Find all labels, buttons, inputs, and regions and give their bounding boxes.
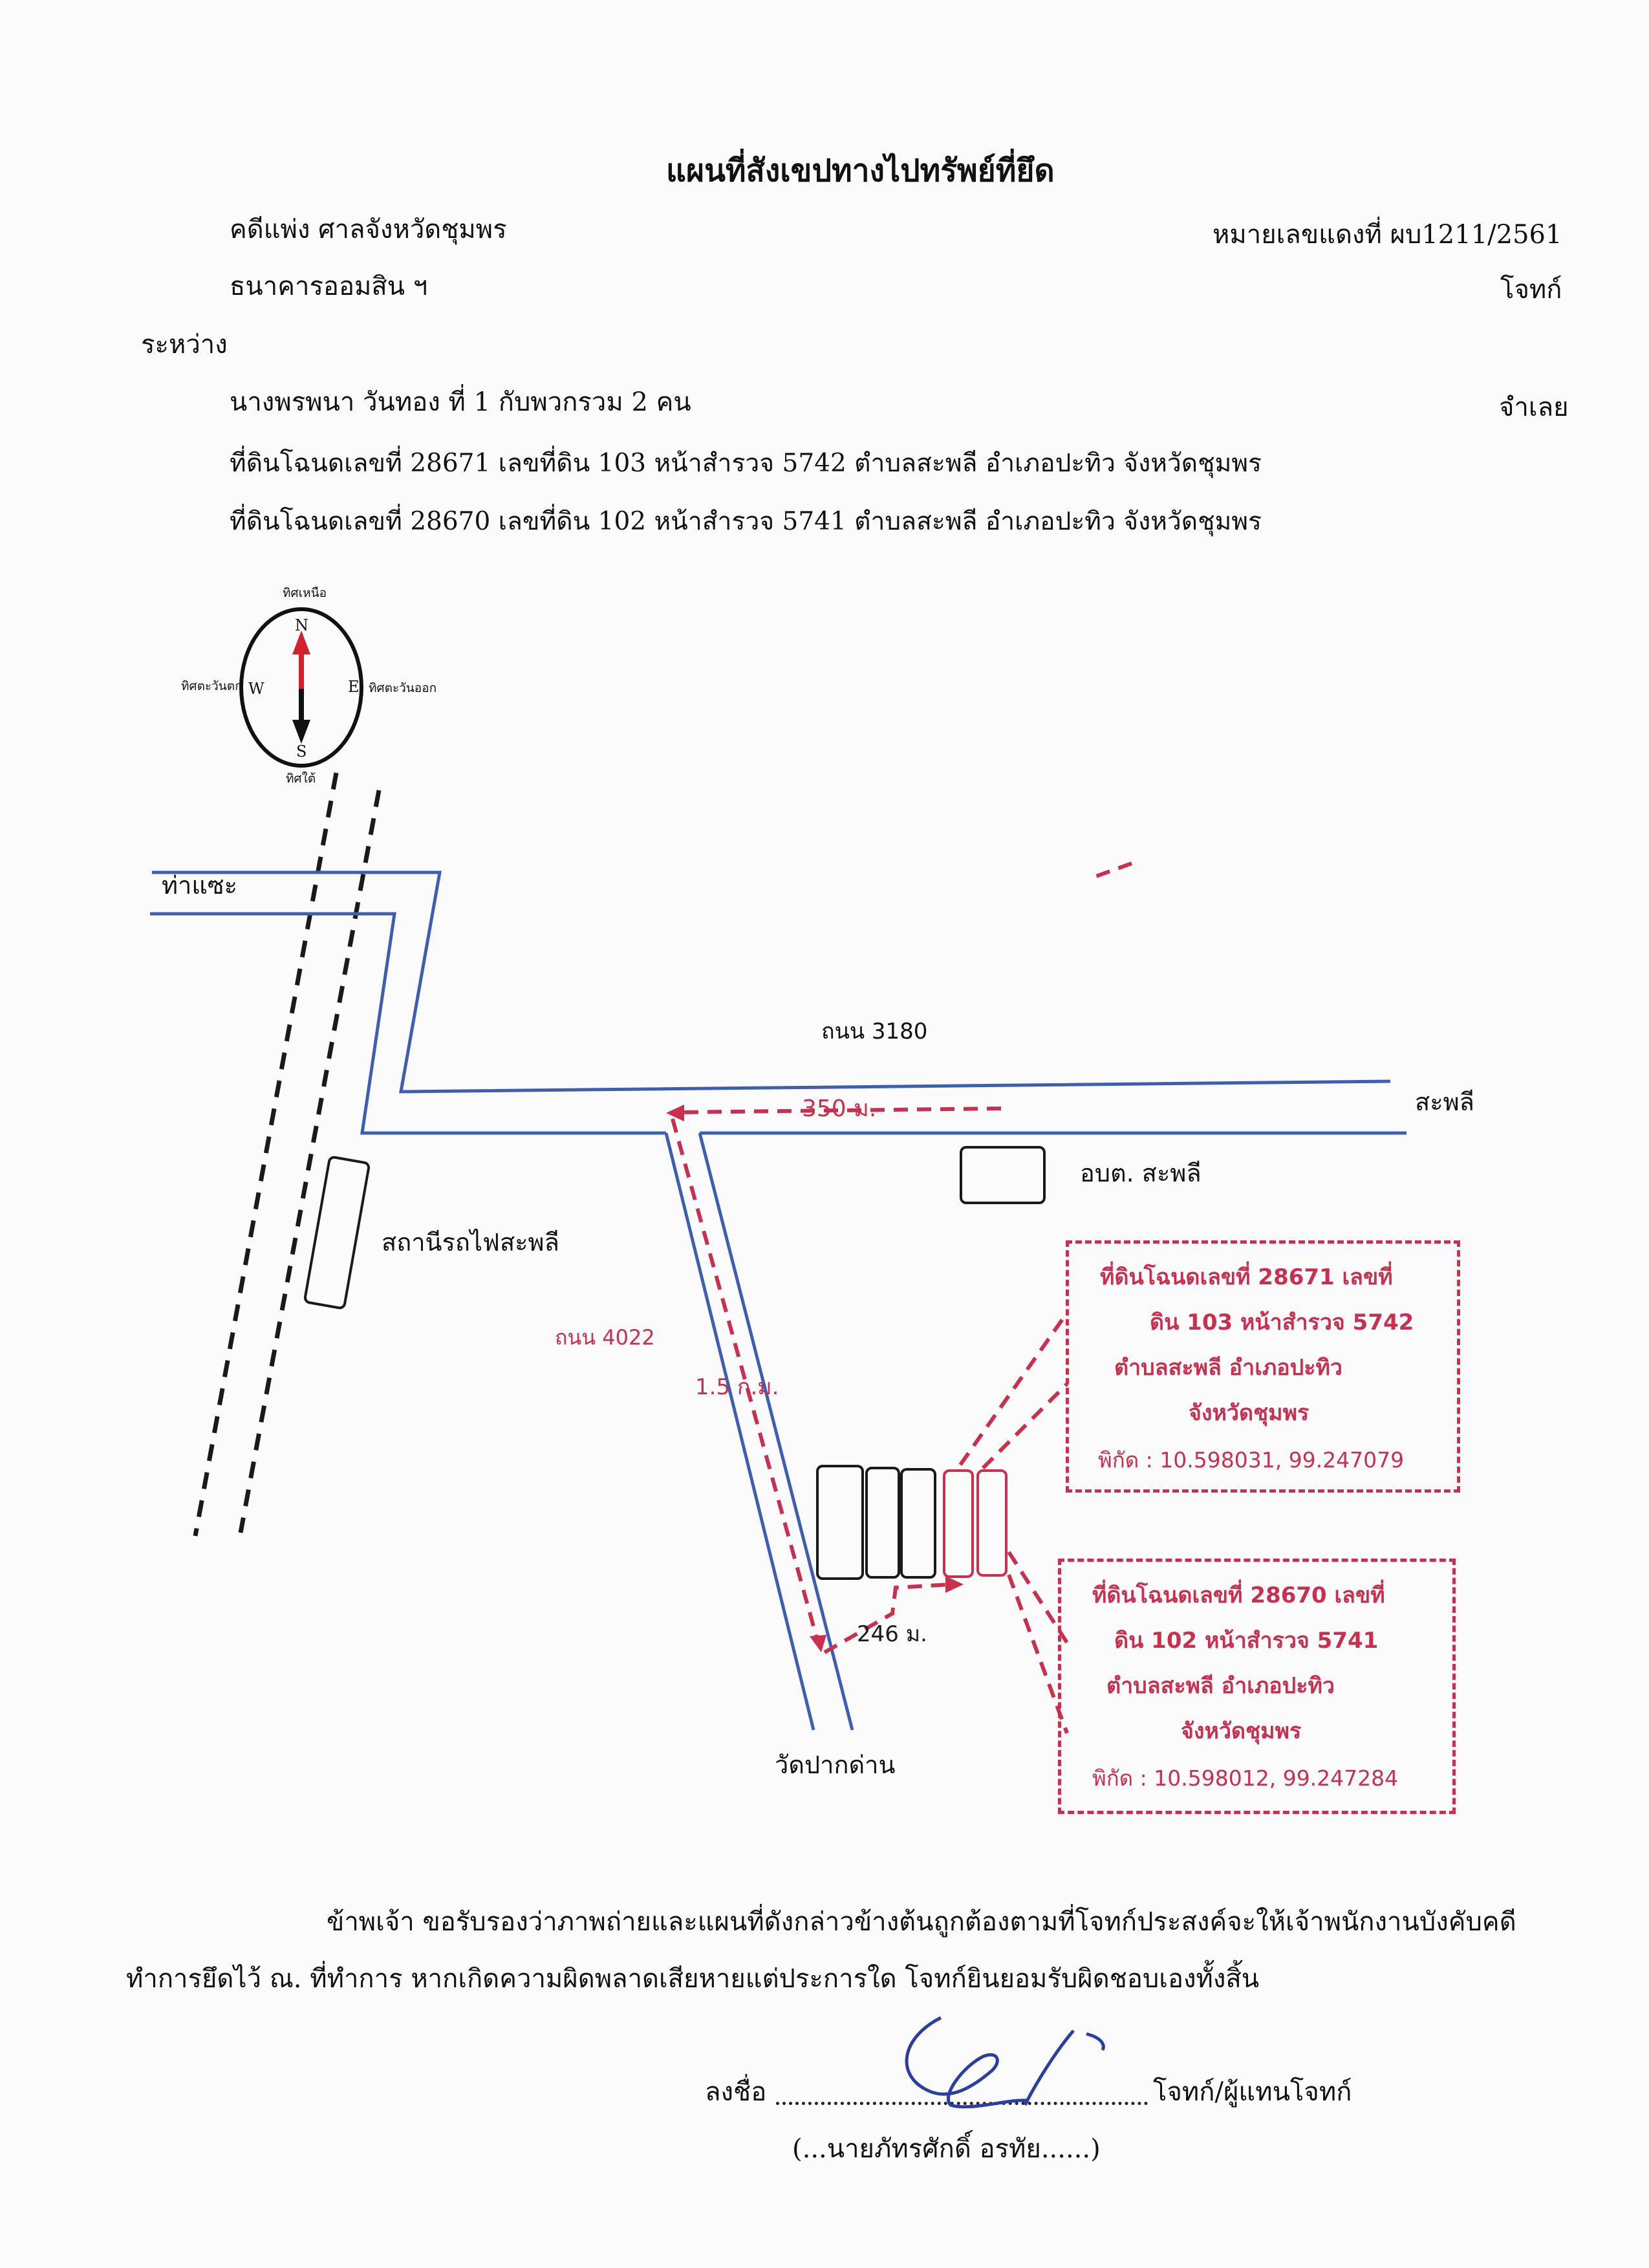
parcel-1-line-2: ดิน 103 หน้าสำรวจ 5742	[1150, 1310, 1414, 1335]
plaintiff-name: ธนาคารออมสิน ฯ	[230, 272, 428, 301]
parcel-28671-plot	[943, 1469, 974, 1578]
compass-s: S	[296, 742, 307, 761]
plot-building-3	[900, 1468, 936, 1579]
parcel-1-coordinates: พิกัด : 10.598031, 99.247079	[1098, 1447, 1405, 1473]
sapli-label: สะพลี	[1415, 1088, 1474, 1116]
parcel-2-line-3: ตำบลสะพลี อำเภอปะทิว	[1106, 1673, 1335, 1699]
signature-role: โจทก์/ผู้แทนโจทก์	[1153, 2077, 1352, 2107]
parcel-2-line-1: ที่ดินโฉนดเลขที่ 28670 เลขที่	[1092, 1582, 1385, 1608]
route	[671, 861, 1133, 1734]
parcel-1-line-3: ตำบลสะพลี อำเภอปะทิว	[1114, 1355, 1342, 1381]
plot-building-1	[816, 1465, 864, 1580]
distance-246-label: 246 ม.	[857, 1621, 927, 1647]
defendant-role: จำเลย	[1499, 393, 1569, 422]
wat-pak-dan-label: วัดปากด่าน	[775, 1751, 896, 1779]
page-title: แผนที่สังเขปทางไปทรัพย์ที่ยึด	[666, 153, 1055, 189]
parcel-1-line-4: จังหวัดชุมพร	[1189, 1400, 1310, 1426]
obt-building	[960, 1146, 1046, 1204]
plaintiff-role: โจทก์	[1500, 275, 1562, 305]
distance-15km-label: 1.5 ก.ม.	[695, 1374, 779, 1400]
plot-building-2	[865, 1467, 900, 1579]
route-arrowheads	[666, 1105, 964, 1652]
parcel-28671-info-box: ที่ดินโฉนดเลขที่ 28671 เลขที่ ดิน 103 หน…	[1066, 1240, 1460, 1493]
defendant-name: นางพรพนา วันทอง ที่ 1 กับพวกรวม 2 คน	[230, 387, 691, 417]
signature-line	[776, 2102, 1148, 2105]
compass-south-label: ทิศใต้	[286, 772, 316, 786]
compass-n: N	[295, 616, 308, 634]
parcel-2-coordinates: พิกัด : 10.598012, 99.247284	[1092, 1766, 1399, 1791]
station-label: สถานีรถไฟสะพลี	[382, 1228, 559, 1257]
certification-line-2: ทำการยึดไว้ ณ. ที่ทำการ หากเกิดความผิดพล…	[126, 1964, 1260, 1994]
case-number: หมายเลขแดงที่ ผบ1211/2561	[1212, 220, 1562, 250]
certification-line-1: ข้าพเจ้า ขอรับรองว่าภาพถ่ายและแผนที่ดังก…	[327, 1907, 1516, 1937]
parcel-28670-info-box: ที่ดินโฉนดเลขที่ 28670 เลขที่ ดิน 102 หน…	[1058, 1559, 1456, 1814]
compass-east-label: ทิศตะวันออก	[369, 681, 437, 695]
tha-sae-label: ท่าแซะ	[162, 871, 238, 900]
compass	[239, 607, 363, 768]
signature-label: ลงชื่อ	[705, 2077, 767, 2107]
between-label: ระหว่าง	[141, 330, 228, 360]
case-line: คดีแพ่ง ศาลจังหวัดชุมพร	[230, 215, 507, 244]
parcel-2-line-2: ดิน 102 หน้าสำรวจ 5741	[1114, 1628, 1379, 1654]
compass-west-label: ทิศตะวันตก	[181, 679, 242, 693]
roads	[150, 870, 1406, 1731]
compass-e: E	[348, 678, 360, 696]
parcel-28670-plot	[976, 1469, 1008, 1577]
signer-name: (...นายภัทรศักดิ์ อรทัย......)	[792, 2134, 1101, 2164]
road-3180-label: ถนน 3180	[821, 1019, 928, 1044]
parcel-1-line-1: ที่ดินโฉนดเลขที่ 28671 เลขที่	[1100, 1264, 1393, 1290]
obt-label: อบต. สะพลี	[1080, 1159, 1202, 1187]
distance-350-label: 350 ม.	[802, 1096, 877, 1122]
parcel-2-line-4: จังหวัดชุมพร	[1181, 1718, 1302, 1744]
compass-north-label: ทิศเหนือ	[283, 586, 327, 600]
parcel-line-2: ที่ดินโฉนดเลขที่ 28670 เลขที่ดิน 102 หน้…	[230, 507, 1262, 536]
compass-w: W	[248, 680, 264, 698]
road-4022-label: ถนน 4022	[555, 1325, 655, 1350]
parcel-line-1: ที่ดินโฉนดเลขที่ 28671 เลขที่ดิน 103 หน้…	[230, 449, 1262, 478]
